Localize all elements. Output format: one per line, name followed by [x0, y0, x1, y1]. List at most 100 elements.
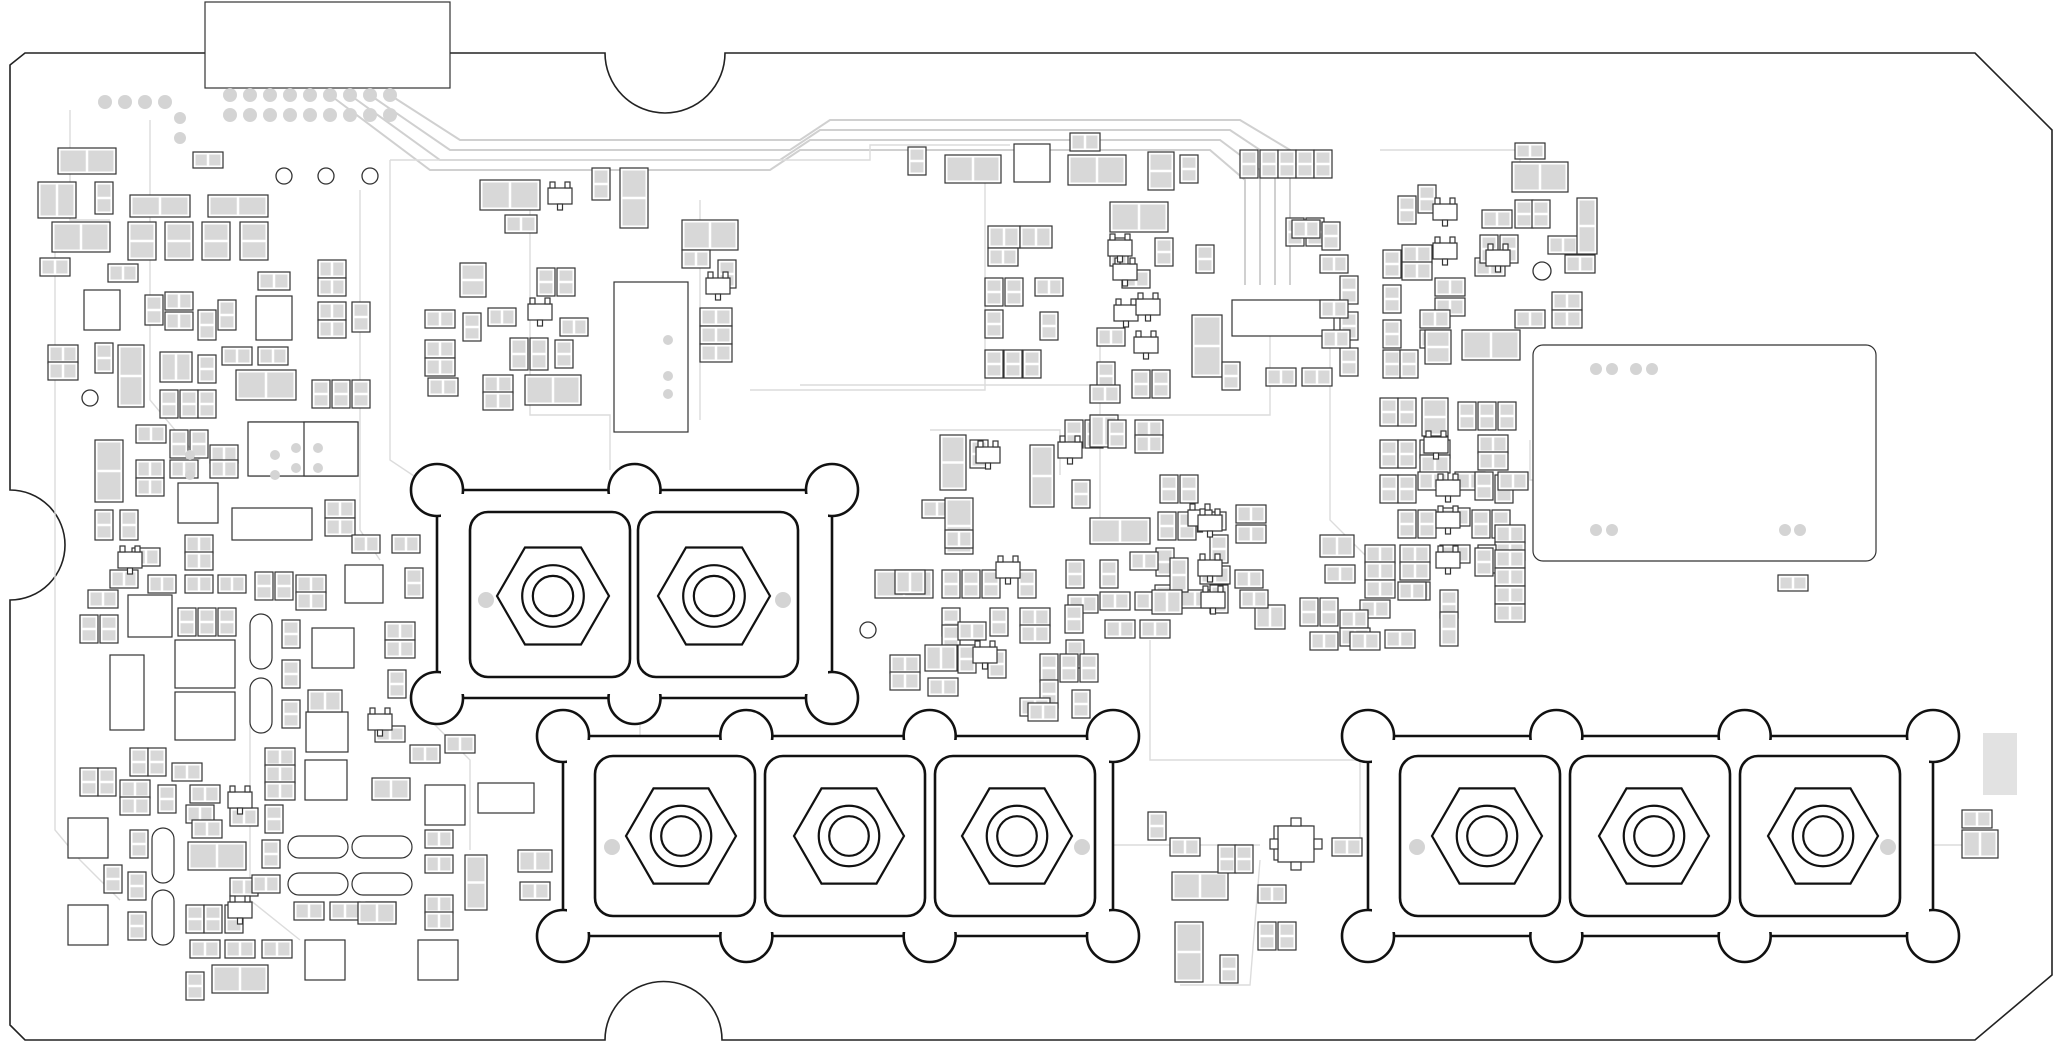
smd-part	[130, 748, 148, 776]
smd-part	[940, 435, 966, 490]
smd-part	[1240, 150, 1258, 178]
smd-part	[128, 222, 156, 260]
smd-part	[236, 370, 296, 400]
smd-part	[1462, 330, 1520, 360]
smd-part	[218, 300, 236, 330]
smd-part	[165, 222, 193, 260]
smd-part	[190, 785, 220, 803]
smd-part	[1310, 632, 1338, 650]
smd-part	[118, 345, 144, 407]
smd-part	[136, 425, 166, 443]
smd-part	[1548, 236, 1578, 254]
smd-part	[682, 250, 710, 268]
smd-part	[1495, 586, 1525, 604]
smd-part	[88, 590, 118, 608]
smd-part	[120, 780, 150, 798]
smd-part	[505, 215, 537, 233]
smd-part	[682, 220, 738, 250]
smd-part	[1302, 368, 1332, 386]
smd-part	[1398, 475, 1416, 503]
smd-part	[1495, 550, 1525, 568]
smd-part	[1155, 238, 1173, 266]
smd-part	[1420, 310, 1450, 328]
smd-part	[388, 670, 406, 698]
smd-part	[1097, 328, 1125, 346]
smd-part	[130, 195, 190, 217]
smd-part	[1398, 196, 1416, 224]
smd-part	[1072, 480, 1090, 508]
smd-part	[160, 390, 178, 418]
smd-part	[95, 182, 113, 214]
smd-part	[95, 343, 113, 373]
smd-part	[1296, 150, 1314, 178]
smd-part	[202, 222, 230, 260]
smd-part	[178, 608, 196, 636]
smd-part	[1060, 654, 1078, 682]
smd-part	[985, 350, 1003, 378]
smd-part	[1385, 630, 1415, 648]
smd-part	[110, 570, 138, 588]
smd-part	[186, 972, 204, 1000]
smd-part	[1400, 350, 1418, 378]
smd-part	[352, 302, 370, 332]
smd-part	[1160, 475, 1178, 503]
smd-part	[95, 440, 123, 502]
smd-part	[1532, 200, 1550, 228]
smd-part	[1030, 445, 1054, 507]
smd-part	[1018, 570, 1036, 598]
smd-part	[210, 460, 238, 478]
smd-part	[1100, 560, 1118, 588]
smd-part	[318, 320, 346, 338]
smd-part	[425, 830, 453, 848]
smd-part	[312, 380, 330, 408]
smd-part	[1398, 582, 1426, 600]
smd-part	[1235, 845, 1253, 873]
smd-part	[1132, 370, 1150, 398]
smd-part	[275, 572, 293, 600]
smd-part	[1180, 155, 1198, 183]
smd-part	[1066, 560, 1084, 588]
smd-part	[1020, 608, 1050, 626]
smd-part	[1192, 315, 1222, 377]
smd-part	[1266, 368, 1296, 386]
smd-part	[1475, 472, 1493, 500]
smd-part	[1090, 385, 1120, 403]
smd-part	[405, 568, 423, 598]
smd-part	[1365, 580, 1395, 598]
smd-part	[1418, 510, 1436, 538]
smd-part	[1023, 350, 1041, 378]
smd-part	[204, 905, 222, 933]
smd-part	[480, 180, 540, 210]
smd-part	[240, 222, 268, 260]
smd-part	[925, 645, 957, 671]
smd-part	[557, 268, 575, 296]
smd-part	[130, 830, 148, 858]
smd-part	[1577, 198, 1597, 254]
smd-part	[1236, 505, 1266, 523]
smd-part	[98, 768, 116, 796]
smd-part	[1314, 150, 1332, 178]
smd-part	[890, 655, 920, 673]
smd-part	[1278, 922, 1296, 950]
smd-part	[1402, 262, 1432, 280]
smd-part	[225, 940, 255, 958]
smd-part	[1398, 398, 1416, 426]
smd-part	[1220, 955, 1238, 983]
smd-part	[100, 615, 118, 643]
smd-part	[988, 248, 1018, 266]
smd-part	[1320, 300, 1348, 318]
smd-part	[425, 310, 455, 328]
smd-part	[1478, 402, 1496, 430]
smd-part	[1300, 598, 1318, 626]
smd-part	[385, 622, 415, 640]
smd-part	[186, 905, 204, 933]
smd-part	[460, 263, 486, 297]
smd-part	[1105, 620, 1135, 638]
smd-part	[192, 820, 222, 838]
smd-part	[136, 478, 164, 496]
smd-part	[358, 902, 396, 924]
smd-part	[1170, 558, 1188, 592]
smd-part	[1472, 510, 1490, 538]
smd-part	[136, 460, 164, 478]
smd-part	[1322, 222, 1340, 250]
